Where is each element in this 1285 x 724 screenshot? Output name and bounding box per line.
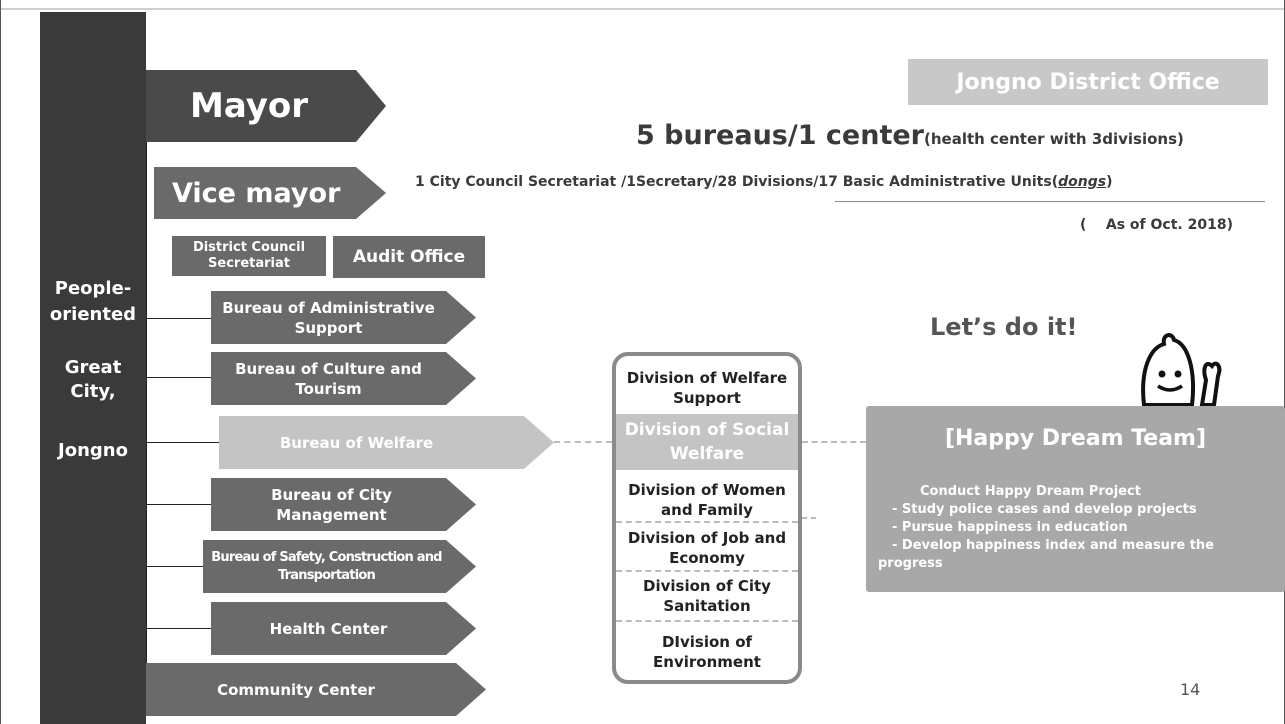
divisions-panel: Division of Welfare Support Division of … [612,352,802,684]
vision-text-jongno: Jongno [58,440,128,461]
units-summary-prefix: 1 City Council Secretariat /1Secretary/2… [415,174,1059,190]
units-underline [835,201,1265,202]
bureau-welfare-arrow: Bureau of Welfare [219,416,554,469]
connector-line [146,504,212,505]
bureau-administrative-support-arrow: Bureau of Administrative Support [211,291,476,344]
bureaus-summary: 5 bureaus/1 center(health center with 3d… [636,120,1184,151]
units-summary: 1 City Council Secretariat /1Secretary/2… [415,174,1112,190]
page-number: 14 [1180,680,1201,699]
units-summary-dongs: dongs [1058,174,1107,190]
org-vertical-connector [146,140,147,665]
team-line-2: - Study police cases and develop project… [892,502,1197,517]
happy-dream-team-title: [Happy Dream Team] [944,426,1207,451]
division-welfare-support: Division of Welfare Support [626,369,788,407]
vision-text-great: Great [64,357,122,378]
division-city-sanitation: Division of City Sanitation [643,577,771,615]
bureaus-summary-note: (health center with 3divisions) [924,130,1184,148]
health-center-arrow: Health Center [211,602,476,655]
bureau-culture-tourism-arrow: Bureau of Culture and Tourism [211,352,476,405]
connector-line [146,442,219,443]
connector-line [146,318,212,319]
division-separator [616,521,798,523]
community-center-arrow: Community Center [146,663,486,716]
bureaus-summary-main: 5 bureaus/1 center [636,120,924,151]
division-to-team-connector [802,441,866,443]
slogan: Let’s do it! [930,313,1078,341]
division-women-family: Division of Women and Family [628,481,786,519]
vision-text-people: People- [54,278,132,299]
connector-line [146,377,212,378]
bureau-city-management-arrow: Bureau of City Management [211,478,476,531]
as-of-date: ( As of Oct. 2018) [1080,217,1233,233]
division-environment: DIvision of Environment [653,633,761,671]
mascot-character-icon [1141,333,1222,407]
bureau-safety-construction-arrow: Bureau of Safety, Construction and Trans… [203,540,476,593]
division-job-economy: Division of Job and Economy [627,529,787,567]
team-line-3: - Pursue happiness in education [892,520,1128,535]
division-side-connector [802,517,816,519]
mayor-arrow: Mayor [146,70,386,142]
happy-dream-team-box: [Happy Dream Team] Conduct Happy Dream P… [866,406,1285,592]
connector-line [146,566,203,567]
division-social-welfare: Division of Social Welfare [616,414,798,470]
vision-text-city: City, [70,381,116,402]
district-council-box: District Council Secretariat [172,236,326,276]
left-vision-bar [40,12,146,724]
slide-left-border [0,0,1,724]
units-summary-suffix: ) [1106,174,1113,190]
vision-text-oriented: oriented [49,304,137,325]
team-line-1: Conduct Happy Dream Project [920,484,1141,499]
team-line-4: - Develop happiness index and measure th… [892,538,1214,553]
division-separator [616,620,798,622]
team-line-5: progress [878,556,943,571]
jongno-district-office-header: Jongno District Office [908,59,1268,105]
connector-line [146,628,212,629]
division-separator [616,570,798,572]
welfare-to-division-connector [554,441,612,443]
vice-mayor-arrow: Vice mayor [154,167,386,219]
audit-office-box: Audit Office [333,236,485,278]
slide-top-border [0,0,1285,10]
